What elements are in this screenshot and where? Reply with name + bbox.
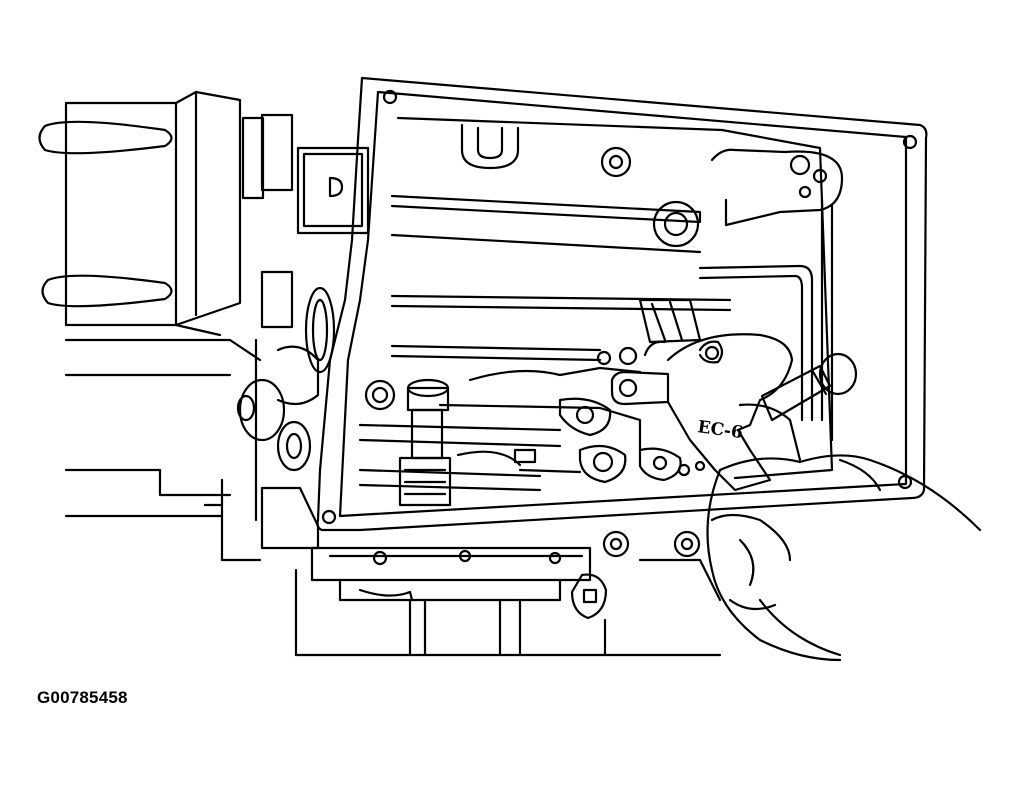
guide-pin [760, 352, 858, 422]
top-notch [460, 123, 520, 170]
side-bosses [236, 378, 312, 472]
valve-body [468, 366, 706, 484]
gear-assembly [358, 378, 642, 507]
bracket-block [296, 146, 370, 235]
rails [390, 194, 732, 362]
figure-code: G00785458 [37, 688, 128, 707]
gasket-frame [316, 76, 928, 532]
left-posts [241, 113, 336, 522]
tube-assembly [698, 148, 844, 442]
hand [706, 454, 982, 662]
frame-bolts [364, 146, 701, 558]
lower-housing [203, 478, 722, 657]
air-gun-tool [610, 298, 802, 492]
slot-ovals [38, 120, 173, 308]
bottom-plate [260, 486, 608, 620]
tool-marking-label: EC-6 [696, 417, 744, 443]
left-housing-block [64, 90, 262, 518]
